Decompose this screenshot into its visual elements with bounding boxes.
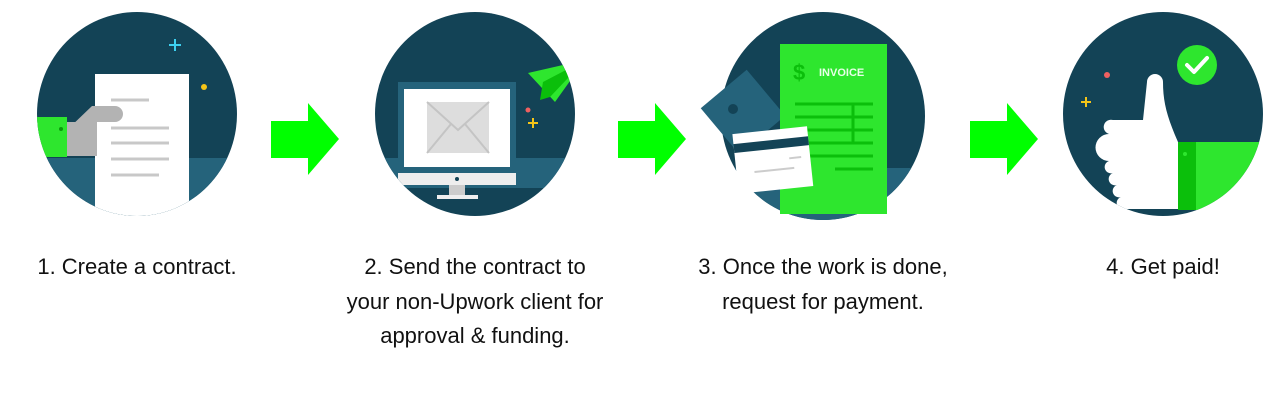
step-1-caption: 1. Create a contract. (37, 254, 237, 279)
arrow-right-icon (618, 103, 686, 175)
step-1: 1. Create a contract. (7, 0, 267, 402)
contract-document-icon (37, 12, 237, 216)
arrow-right-icon (970, 103, 1038, 175)
dollar-sign: $ (793, 60, 805, 85)
step-2-caption: 2. Send the contract to your non-Upwork … (346, 254, 604, 348)
arrow-right-icon (271, 103, 339, 175)
step-3-caption: 3. Once the work is done, request for pa… (698, 254, 948, 314)
thumbs-up-icon (1063, 12, 1263, 216)
step-2: 2. Send the contract to your non-Upwork … (345, 0, 605, 402)
step-3: $ INVOICE 3. Once the work is done, requ… (693, 0, 953, 402)
invoice-icon: $ INVOICE (700, 12, 925, 220)
step-4: 4. Get paid! (1033, 0, 1275, 402)
step-4-caption: 4. Get paid! (1106, 254, 1220, 279)
monitor-email-icon (375, 12, 575, 216)
invoice-label: INVOICE (819, 67, 864, 79)
